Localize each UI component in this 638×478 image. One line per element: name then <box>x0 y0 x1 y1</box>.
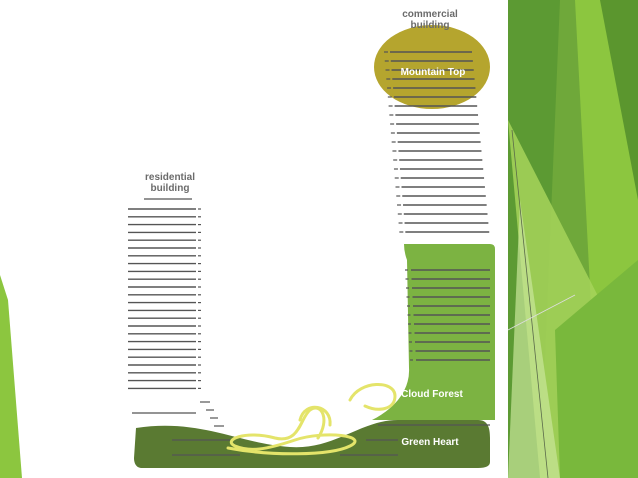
cloud-forest-label: Cloud Forest <box>401 389 463 400</box>
commercial-building-label: commercial building <box>402 9 458 31</box>
green-heart-area <box>134 420 490 468</box>
residential-building-floors <box>128 198 490 456</box>
residential-building-label: residential building <box>144 172 196 194</box>
commercial-building-floors <box>384 51 490 361</box>
mountain-top-label: Mountain Top <box>400 67 466 78</box>
green-heart-label: Green Heart <box>401 437 459 448</box>
vine-decoration <box>226 383 397 456</box>
